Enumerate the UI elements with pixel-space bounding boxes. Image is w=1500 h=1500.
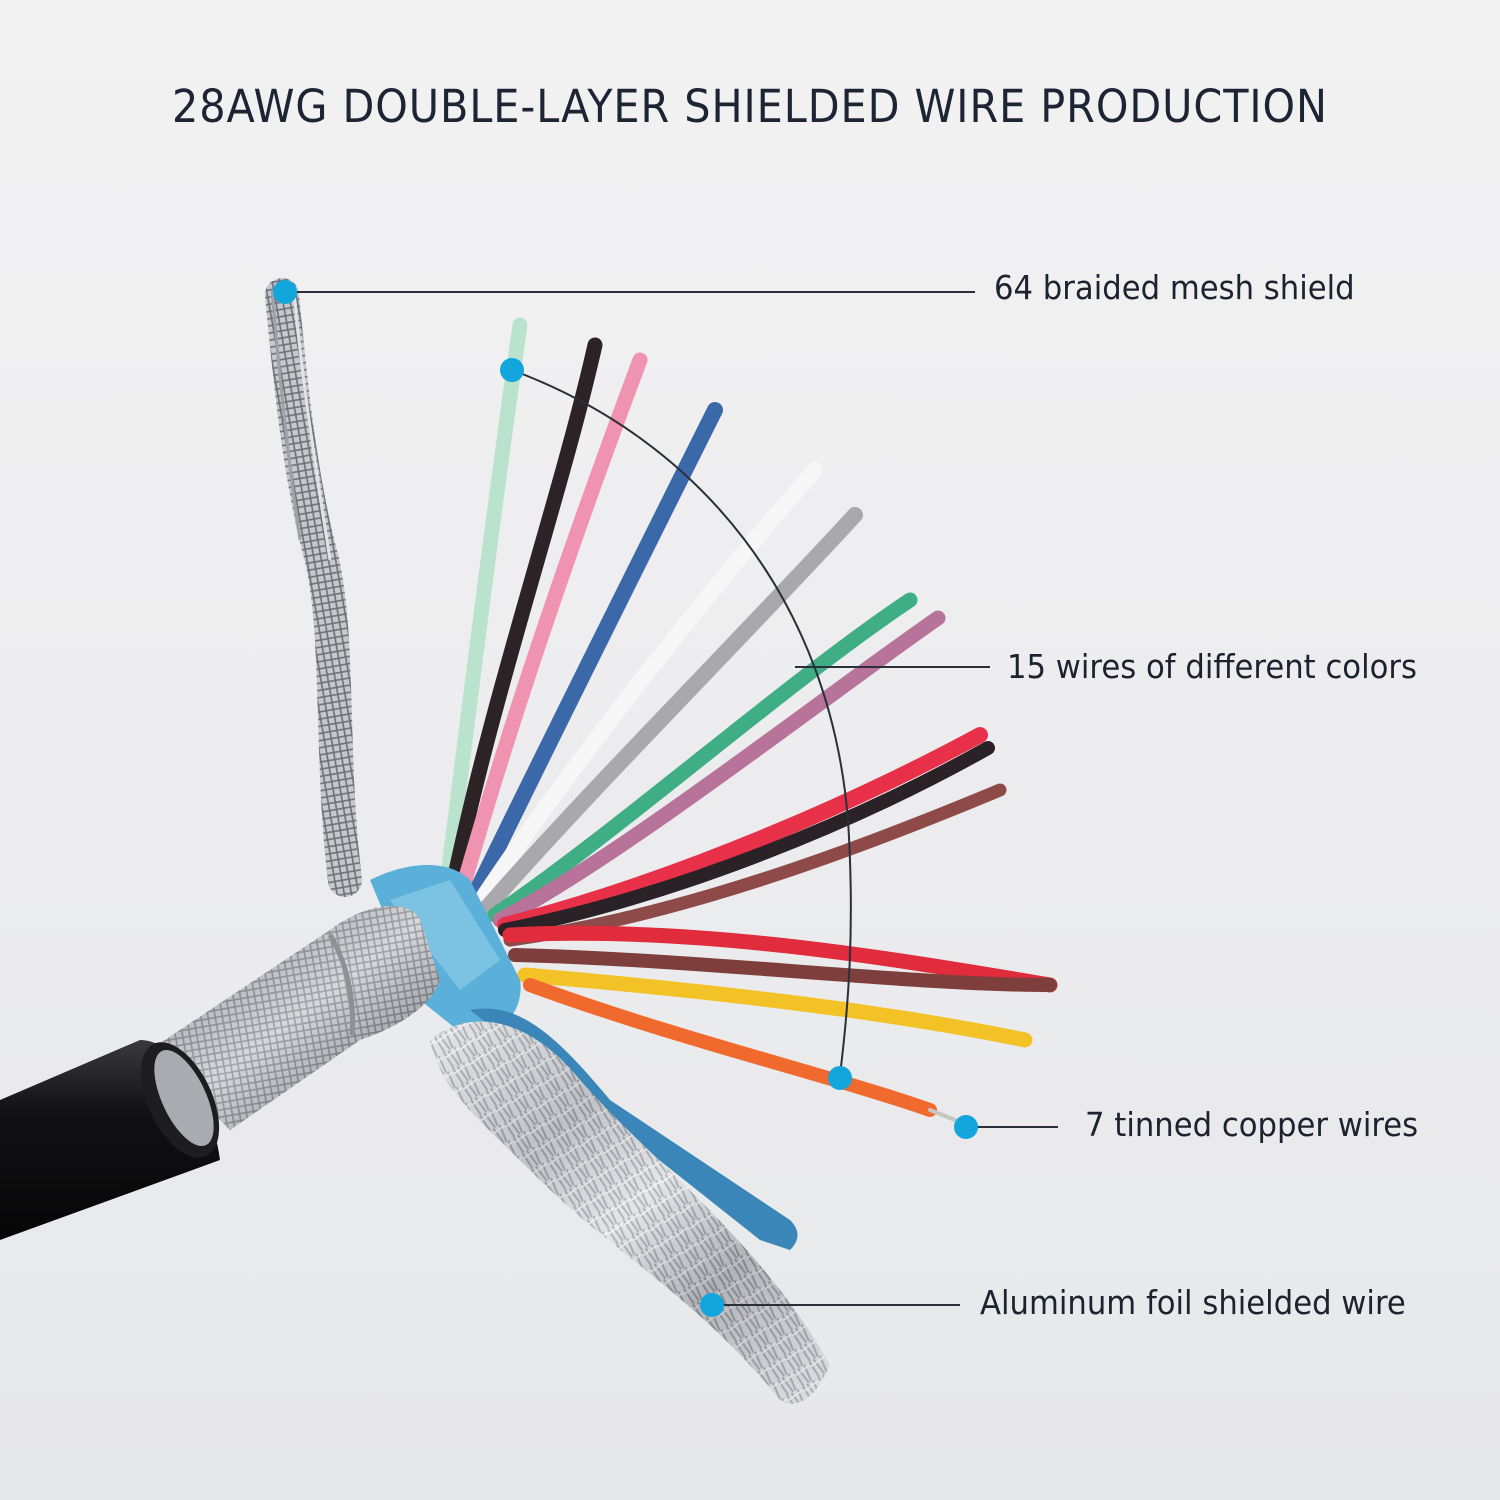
dot-wire-arc-start-icon (500, 358, 524, 382)
arc-leader-line (511, 369, 852, 1076)
braided-shield-section (150, 906, 440, 1130)
page-title: 28AWG DOUBLE-LAYER SHIELDED WIRE PRODUCT… (172, 80, 1328, 133)
callout-braided-mesh-shield: 64 braided mesh shield (994, 268, 1355, 307)
dot-foil-icon (700, 1293, 724, 1317)
callout-colored-wires: 15 wires of different colors (1007, 647, 1417, 686)
braid-pigtail (265, 278, 362, 897)
dot-copper-icon (954, 1115, 978, 1139)
black-jacket (0, 1040, 220, 1240)
colored-wires (437, 317, 1058, 1122)
callout-aluminum-foil: Aluminum foil shielded wire (980, 1283, 1406, 1322)
aluminum-foil-strip (430, 1008, 830, 1404)
blue-foil-wrap (370, 865, 521, 1040)
dot-wire-arc-end-icon (828, 1066, 852, 1090)
dot-braid-icon (273, 280, 297, 304)
callout-tinned-copper: 7 tinned copper wires (1085, 1105, 1419, 1144)
callout-dots (273, 280, 978, 1317)
